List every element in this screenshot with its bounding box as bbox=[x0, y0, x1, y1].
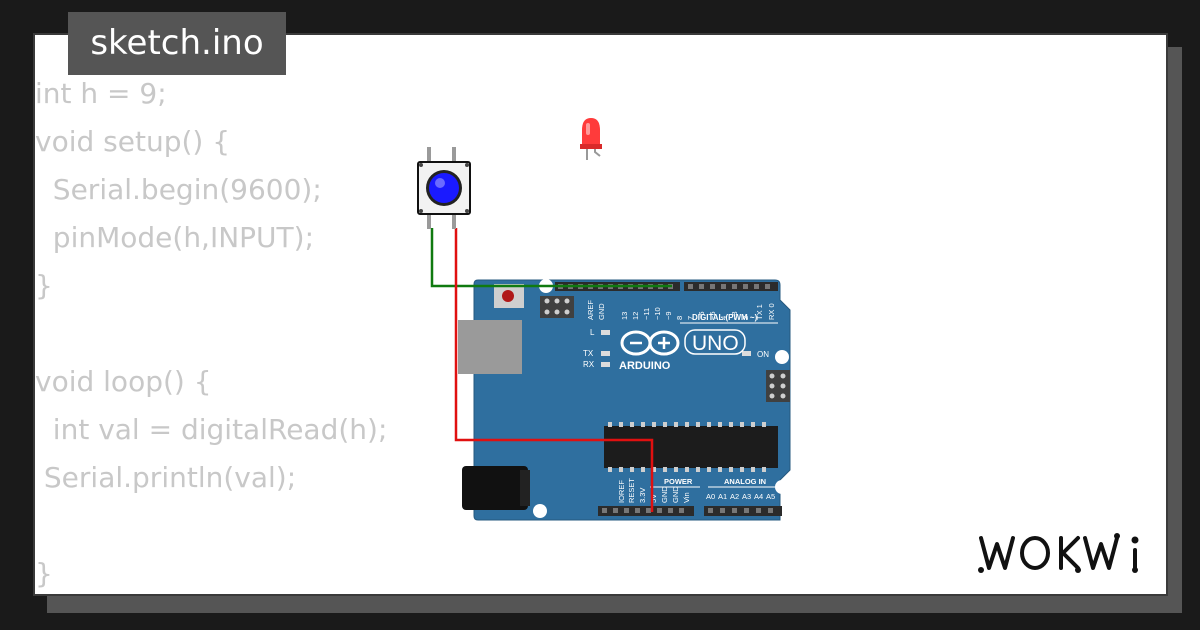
code-line: } bbox=[35, 557, 53, 590]
pin-label: A5 bbox=[766, 492, 775, 501]
pin-label: 3.3V bbox=[638, 488, 647, 503]
red-wire[interactable] bbox=[454, 228, 654, 512]
code-line: int val = digitalRead(h); bbox=[35, 413, 388, 446]
pin-label: ~3 bbox=[730, 311, 739, 320]
on-label: ON bbox=[757, 350, 769, 359]
code-line: } bbox=[35, 269, 53, 302]
pin-label: A4 bbox=[754, 492, 763, 501]
led-tx-label: TX bbox=[583, 349, 594, 358]
code-line: Serial.begin(9600); bbox=[35, 173, 322, 206]
pin-label: ~5 bbox=[708, 311, 717, 320]
power-label: POWER bbox=[664, 477, 693, 486]
code-line: Serial.println(val); bbox=[35, 461, 297, 494]
digital-header-right bbox=[684, 282, 778, 291]
led-rx-label: RX bbox=[583, 360, 595, 369]
led-on bbox=[742, 351, 751, 356]
pin-label: GND bbox=[660, 486, 669, 503]
pushbutton[interactable] bbox=[417, 147, 471, 229]
icsp-header-right bbox=[766, 370, 790, 402]
pin-label: A2 bbox=[730, 492, 739, 501]
code-line: void loop() { bbox=[35, 365, 212, 398]
pin-label: 4 bbox=[719, 316, 728, 320]
code-line: int h = 9; bbox=[35, 77, 167, 110]
led-tx bbox=[601, 351, 610, 356]
pin-label: AREF bbox=[586, 300, 595, 320]
code-editor[interactable]: int h = 9; void setup() { Serial.begin(96… bbox=[35, 70, 435, 590]
pin-label: RX 0 bbox=[767, 303, 776, 320]
pin-label: 13 bbox=[620, 312, 629, 320]
pin-label: 12 bbox=[631, 312, 640, 320]
pin-label: Vin bbox=[682, 492, 691, 503]
led-l bbox=[601, 330, 610, 335]
wokwi-logo bbox=[978, 533, 1139, 573]
mount-hole bbox=[533, 504, 547, 518]
pin-label: GND bbox=[597, 303, 606, 320]
pin-label: 8 bbox=[675, 316, 684, 320]
led-l-label: L bbox=[590, 328, 595, 337]
arduino-logo-icon bbox=[620, 330, 680, 356]
analog-label: ANALOG IN bbox=[724, 477, 766, 486]
atmega-chip bbox=[604, 422, 778, 472]
icsp-header bbox=[540, 296, 574, 318]
red-led[interactable] bbox=[580, 118, 602, 160]
pin-label: ~6 bbox=[697, 311, 706, 320]
code-line: pinMode(h,INPUT); bbox=[35, 221, 315, 254]
pin-label: GND bbox=[671, 486, 680, 503]
pin-label: 7 bbox=[686, 316, 695, 320]
pin-label: A3 bbox=[742, 492, 751, 501]
pin-label: IOREF bbox=[617, 480, 626, 503]
pin-label: 5V bbox=[649, 494, 658, 503]
code-line: void setup() { bbox=[35, 125, 231, 158]
led-rx bbox=[601, 362, 610, 367]
board-brand: ARDUINO bbox=[619, 360, 671, 372]
pin-label: ~10 bbox=[653, 307, 662, 320]
pin-label: A0 bbox=[706, 492, 715, 501]
file-tab[interactable]: sketch.ino bbox=[68, 12, 286, 75]
pin-label: ~11 bbox=[642, 308, 651, 320]
mount-hole bbox=[775, 350, 789, 364]
analog-header bbox=[704, 506, 782, 516]
green-wire[interactable] bbox=[430, 228, 672, 288]
pin-label: TX 1 bbox=[755, 304, 764, 320]
power-jack bbox=[462, 466, 528, 510]
board-model: UNO bbox=[692, 332, 739, 355]
pin-label: ~9 bbox=[664, 311, 673, 320]
pin-label: A1 bbox=[718, 492, 727, 501]
digital-label: DIGITAL (PWM ~) bbox=[692, 313, 758, 322]
usb-connector bbox=[458, 320, 522, 374]
pin-label: RESET bbox=[627, 478, 636, 503]
arduino-uno-board[interactable]: AREF GND 13 12 ~11 ~10 ~9 8 7 ~6 ~5 4 ~3… bbox=[458, 279, 791, 521]
pin-label: 2 bbox=[741, 316, 750, 320]
mount-hole bbox=[775, 480, 789, 494]
